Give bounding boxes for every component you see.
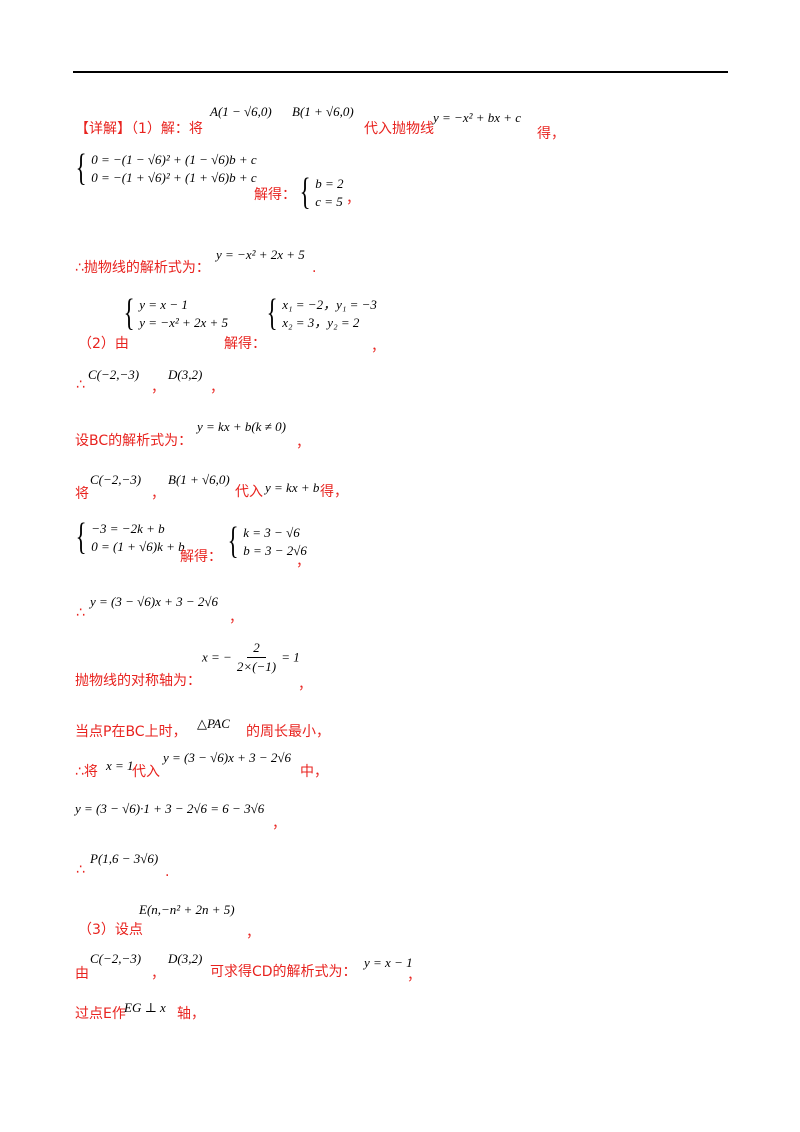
therefore: ∴ (76, 605, 85, 621)
system-row: y = x − 1 (139, 297, 188, 312)
brace-icon: { (75, 147, 87, 189)
point-p: P(1,6 − 3√6) (90, 851, 159, 866)
solution-system-1: { b = 2 c = 5 (296, 171, 344, 213)
therefore: ∴ (76, 377, 85, 393)
condition-text: 当点P在BC上时， (75, 724, 187, 740)
punct: ， (407, 968, 421, 984)
bc-label: 设BC的解析式为： (75, 433, 193, 449)
equation-system-1: { 0 = −(1 − √6)² + (1 − √6)b + c 0 = −(1… (72, 147, 257, 189)
cd-label: 可求得CD的解析式为： (210, 964, 357, 980)
parabola-equation: y = −x² + bx + c (433, 110, 522, 125)
system-row: b = 2 (315, 176, 344, 191)
construct-text: 过点E作 (75, 1006, 126, 1022)
brace-icon: { (75, 516, 87, 558)
parabola-result-label: ∴抛物线的解析式为： (75, 260, 210, 276)
punct: ， (229, 610, 243, 626)
solution-intro: 【详解】（1）解：将 (75, 121, 203, 137)
system-row: x₁ = −2，y₁ = −3 (282, 297, 377, 312)
punct: ， (296, 554, 310, 570)
point-c: C(−2,−3) (88, 367, 140, 382)
x-equals-1: x = 1 (106, 758, 134, 773)
text-substitute-2: 将 (75, 486, 89, 502)
system-row: 0 = (1 + √6)k + b (91, 539, 185, 554)
point-d: D(3,2) (168, 951, 203, 966)
system-row: 0 = −(1 + √6)² + (1 + √6)b + c (91, 170, 257, 185)
punct: . (312, 260, 317, 276)
punct: ， (151, 380, 165, 396)
system-row: 0 = −(1 − √6)² + (1 − √6)b + c (91, 152, 257, 167)
system-row: y = −x² + 2x + 5 (139, 315, 229, 330)
punct: ， (246, 925, 260, 941)
y-calculation: y = (3 − √6)·1 + 3 − 2√6 = 6 − 3√6 (75, 801, 265, 816)
perimeter-text: 的周长最小， (246, 724, 330, 740)
part2-intro: （2）由 (78, 336, 129, 352)
system-row: −3 = −2k + b (91, 521, 165, 536)
denominator: 2×(−1) (236, 659, 277, 674)
text-into: 代入 (235, 484, 263, 500)
part3-intro: （3）设点 (78, 922, 143, 938)
parabola-result: y = −x² + 2x + 5 (216, 247, 305, 262)
text-get: 得， (320, 484, 348, 500)
point-d: D(3,2) (168, 367, 203, 382)
header-rule (73, 71, 728, 73)
system-row: c = 5 (315, 194, 343, 209)
solution-system-2: { x₁ = −2，y₁ = −3 x₂ = 3，y₂ = 2 (263, 292, 377, 334)
point-c: C(−2,−3) (90, 472, 142, 487)
system-row: b = 3 − 2√6 (243, 543, 307, 558)
text-solve: 解得： (180, 549, 222, 565)
bc-general: y = kx + b(k ≠ 0) (197, 419, 286, 434)
equation-system-2: { y = x − 1 y = −x² + 2x + 5 (120, 292, 229, 334)
brace-icon: { (266, 292, 278, 334)
point-c: C(−2,−3) (90, 951, 142, 966)
equation-system-3: { −3 = −2k + b 0 = (1 + √6)k + b (72, 516, 185, 558)
text-in: 中， (300, 764, 328, 780)
brace-icon: { (123, 292, 135, 334)
text-get: 得， (537, 126, 565, 142)
line-form: y = kx + b (265, 480, 320, 495)
perpendicular-eg: EG ⊥ x (124, 1000, 166, 1015)
axis-word: 轴， (177, 1006, 205, 1022)
cd-equation: y = x − 1 (364, 955, 413, 970)
punct: ， (296, 435, 310, 451)
punct: . (165, 864, 170, 880)
bc-equation: y = (3 − √6)x + 3 − 2√6 (163, 750, 292, 765)
punct: ， (346, 191, 360, 207)
punct: ， (371, 339, 385, 355)
point-a: A(1 − √6,0) (210, 104, 272, 119)
point-b: B(1 + √6,0) (168, 472, 230, 487)
axis-lhs: x = − (202, 649, 232, 665)
text-solve: 解得： (224, 336, 266, 352)
punct: ， (151, 966, 165, 982)
triangle-pac: △PAC (197, 716, 230, 731)
punct: ， (298, 677, 312, 693)
axis-rhs: = 1 (281, 649, 300, 665)
point-b: B(1 + √6,0) (292, 104, 354, 119)
point-e: E(n,−n² + 2n + 5) (139, 902, 235, 917)
punct: ， (151, 486, 165, 502)
text-substitute-3: ∴将 (75, 764, 98, 780)
numerator: 2 (247, 640, 266, 658)
axis-label: 抛物线的对称轴为： (75, 673, 201, 689)
text-into: 代入 (132, 764, 160, 780)
system-row: x₂ = 3，y₂ = 2 (282, 315, 360, 330)
therefore: ∴ (76, 862, 85, 878)
system-row: k = 3 − √6 (243, 525, 300, 540)
solution-system-3: { k = 3 − √6 b = 3 − 2√6 (224, 520, 307, 562)
brace-icon: { (227, 520, 239, 562)
text-solve: 解得： (254, 187, 296, 203)
fraction: 2 2×(−1) (237, 640, 276, 675)
brace-icon: { (299, 171, 311, 213)
bc-equation: y = (3 − √6)x + 3 − 2√6 (90, 594, 219, 609)
text-from: 由 (75, 966, 89, 982)
punct: ， (272, 816, 286, 832)
axis-formula: x = − 2 2×(−1) = 1 (202, 640, 300, 675)
punct: ， (210, 380, 224, 396)
text-substitute: 代入抛物线 (364, 121, 434, 137)
